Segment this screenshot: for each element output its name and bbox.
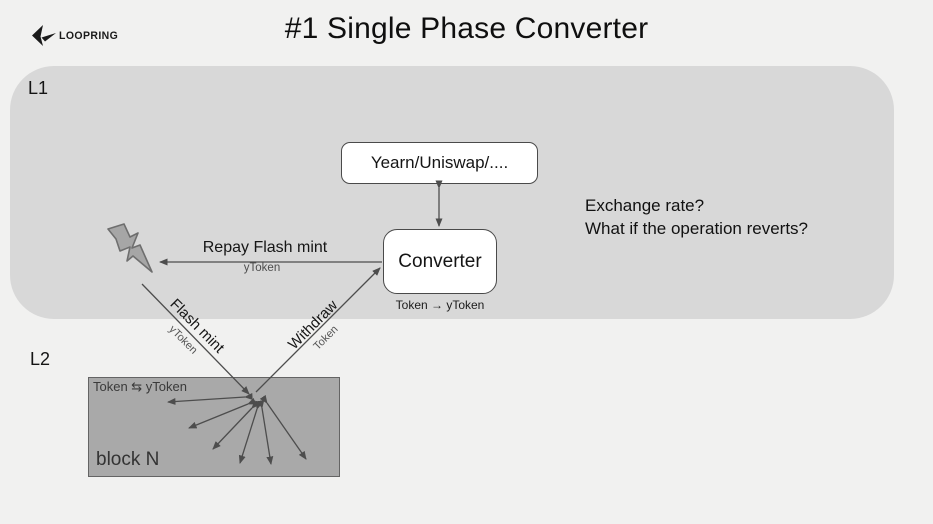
questions-annotation: Exchange rate? What if the operation rev… [585, 194, 808, 241]
repay-flash-mint-label: Repay Flash mint [202, 239, 328, 256]
converter-caption: Token → yToken [395, 298, 485, 312]
l1-label: L1 [28, 78, 49, 98]
yearn-uniswap-node: Yearn/Uniswap/.... [341, 142, 538, 184]
token-ytoken-header: Token ⇆ yToken [93, 379, 187, 394]
question-line-1: Exchange rate? [585, 196, 705, 215]
yearn-uniswap-label: Yearn/Uniswap/.... [370, 153, 509, 172]
loopring-logo-icon [32, 25, 56, 46]
converter-node: Converter [383, 229, 497, 294]
repay-flash-mint-sublabel: yToken [243, 262, 281, 274]
block-n-label: block N [96, 449, 160, 470]
block-n-box: Token ⇆ yToken block N [88, 377, 340, 477]
question-line-2: What if the operation reverts? [585, 219, 809, 239]
converter-label: Converter [398, 250, 482, 272]
loopring-logo: LOOPRING [31, 24, 118, 48]
loopring-logo-text: LOOPRING [59, 29, 119, 43]
page-title: #1 Single Phase Converter [284, 12, 649, 45]
l2-label: L2 [30, 349, 51, 369]
